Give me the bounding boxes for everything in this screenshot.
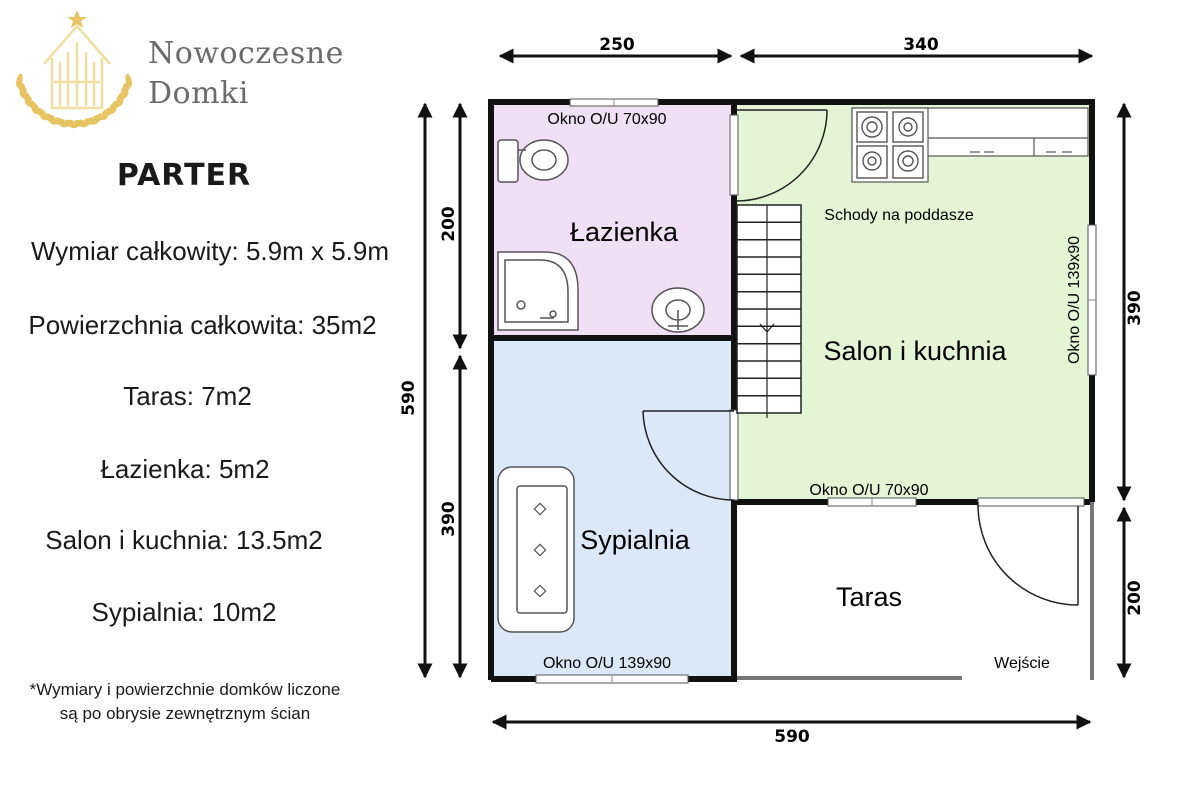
dim-right-upper: 390 [1125, 290, 1145, 326]
footnote: *Wymiary i powierzchnie domków liczone s… [0, 678, 370, 726]
room-name-living-kitchen: Salon i kuchnia [823, 336, 1007, 366]
laurel-leaf [101, 107, 111, 121]
laurel-leaf [37, 107, 47, 121]
dim-left-upper: 200 [439, 206, 459, 242]
laurel-leaf [110, 100, 118, 114]
stove-icon [856, 111, 924, 179]
label-entrance: Wejście [994, 655, 1050, 672]
staircase [736, 204, 802, 418]
dim-top-right: 340 [903, 35, 939, 55]
room-name-bedroom: Sypialnia [580, 525, 691, 555]
room-name-terrace: Taras [836, 582, 902, 612]
dim-bottom: 590 [774, 727, 810, 747]
doors [642, 109, 1079, 606]
label-window-living-right: Okno O/U 139x90 [1066, 236, 1083, 364]
brand-line-2: Domki [148, 76, 249, 111]
laurel-leaf [16, 73, 23, 88]
footnote-line-1: *Wymiary i powierzchnie domków liczone [29, 680, 341, 699]
room-name-bathroom: Łazienka [570, 217, 679, 247]
label-stairs: Schody na poddasze [824, 207, 974, 224]
stat-total-area: Powierzchnia całkowita: 35m2 [28, 310, 377, 340]
sink-icon [651, 287, 705, 333]
dim-left-lower: 390 [439, 501, 459, 537]
stat-total-dimensions: Wymiar całkowity: 5.9m x 5.9m [30, 236, 390, 266]
star-icon [67, 10, 87, 28]
brand-line-1: Nowoczesne [148, 36, 344, 71]
laurel-wreath-icon [16, 73, 132, 129]
laurel-leaf [19, 83, 26, 98]
sofa-icon [497, 466, 575, 633]
dim-top-left: 250 [599, 35, 635, 55]
dim-right-lower: 200 [1125, 580, 1145, 616]
laurel-leaf [30, 100, 38, 114]
toilet-icon [497, 139, 569, 183]
floor-title: PARTER [116, 158, 252, 193]
laurel-leaf [122, 83, 129, 98]
laurel-leaf [125, 73, 132, 88]
stat-bathroom: Łazienka: 5m2 [100, 454, 270, 484]
shower-icon [497, 251, 579, 331]
label-window-bedroom: Okno O/U 139x90 [543, 655, 671, 672]
laurel-leaf [117, 92, 124, 107]
laurel-leaf [81, 117, 94, 128]
laurel-leaf [45, 113, 56, 125]
footnote-line-2: są po obrysie zewnętrznym ścian [59, 704, 311, 723]
laurel-leaf [71, 119, 84, 129]
label-window-living-bottom: Okno O/U 70x90 [809, 482, 928, 499]
logo-emblem [16, 10, 132, 129]
stat-bedroom: Sypialnia: 10m2 [91, 597, 277, 627]
dim-left-total: 590 [399, 380, 419, 416]
stat-living-kitchen: Salon i kuchnia: 13.5m2 [45, 525, 323, 555]
laurel-leaf [92, 113, 103, 125]
label-window-bathroom: Okno O/U 70x90 [547, 111, 666, 128]
laurel-leaf [24, 92, 31, 107]
house-icon [43, 24, 111, 110]
brand-name: Nowoczesne Domki [148, 34, 344, 114]
laurel-leaf [54, 117, 67, 128]
stat-terrace: Taras: 7m2 [123, 381, 252, 411]
dimension-lines [417, 48, 1132, 730]
